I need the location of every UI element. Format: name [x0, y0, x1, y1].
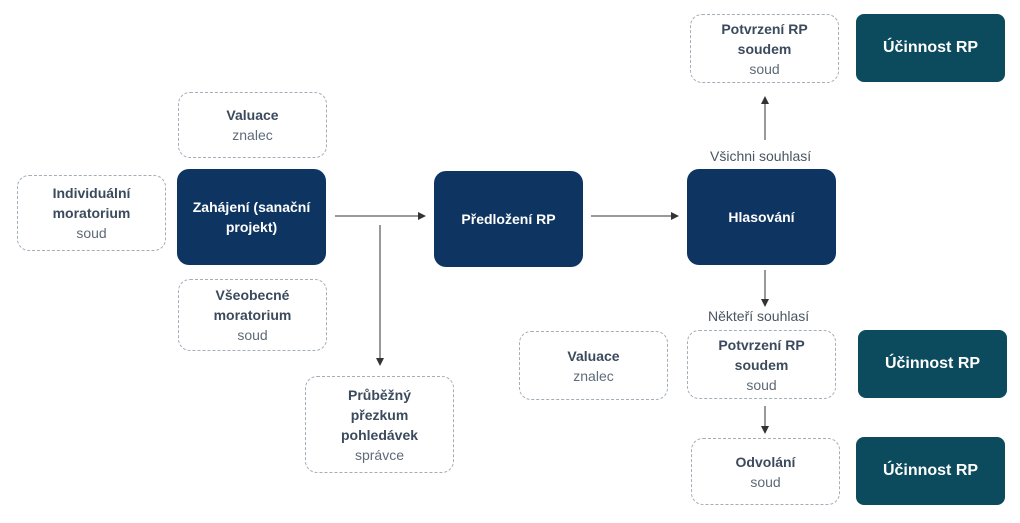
node-confirmation-top: Potvrzení RP soudem soud [690, 14, 839, 83]
node-subtitle: soud [746, 376, 777, 393]
node-voting: Hlasování [687, 169, 836, 265]
node-title: Potvrzení RP soudem [721, 20, 808, 57]
node-general-moratorium: Všeobecné moratorium soud [178, 279, 327, 351]
label-some-agree: Někteří souhlasí [708, 308, 810, 324]
node-subtitle: soud [749, 60, 780, 77]
node-individual-moratorium: Individuální moratorium soud [17, 175, 166, 251]
node-valuation-right: Valuace znalec [519, 331, 668, 400]
node-title: Potvrzení RP soudem [718, 336, 805, 373]
node-title: Všeobecné moratorium [213, 287, 292, 323]
node-title: Valuace [567, 347, 620, 364]
node-confirmation-mid: Potvrzení RP soudem soud [687, 330, 836, 399]
node-plan-submission: Předložení RP [434, 171, 583, 267]
node-claims-review: Průběžný přezkum pohledávek správce [305, 376, 454, 473]
label-all-agree: Všichni souhlasí [710, 148, 812, 164]
node-subtitle: znalec [573, 367, 614, 384]
node-initiation: Zahájení (sanační projekt) [177, 169, 326, 265]
node-effect-mid: Účinnost RP [858, 330, 1007, 398]
node-title: Průběžný přezkum pohledávek [340, 386, 419, 443]
node-subtitle: soud [237, 327, 268, 343]
node-effect-top: Účinnost RP [856, 14, 1005, 82]
node-title: Zahájení (sanační projekt) [192, 199, 311, 235]
node-effect-bottom: Účinnost RP [856, 437, 1005, 505]
node-title: Účinnost RP [884, 355, 981, 372]
node-valuation-top: Valuace znalec [178, 92, 327, 158]
node-subtitle: správce [354, 446, 405, 463]
node-title: Valuace [226, 107, 279, 123]
node-title: Hlasování [728, 209, 795, 225]
node-title: Předložení RP [461, 211, 556, 227]
node-title: Účinnost RP [882, 462, 979, 479]
node-subtitle: soud [76, 225, 107, 241]
node-appeal: Odvolání soud [691, 438, 840, 505]
node-title: Individuální moratorium [52, 185, 131, 221]
node-subtitle: soud [750, 473, 781, 490]
node-subtitle: znalec [232, 127, 273, 143]
node-title: Účinnost RP [882, 39, 979, 56]
node-title: Odvolání [735, 453, 796, 470]
